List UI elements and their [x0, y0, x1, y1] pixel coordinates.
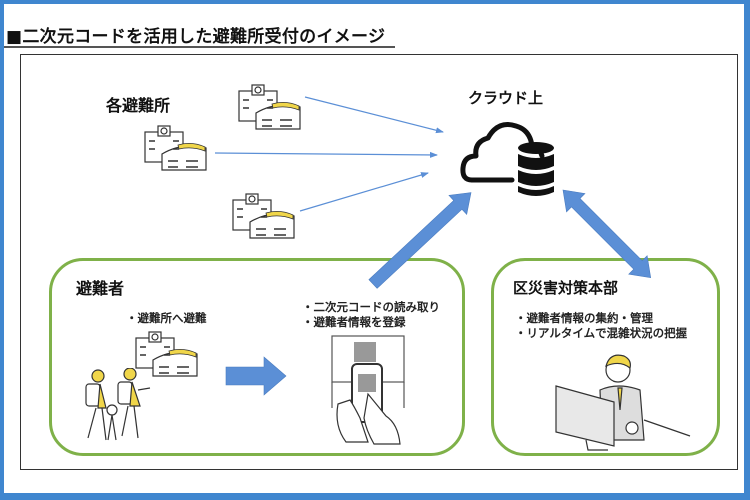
hq-line1: ・避難者情報の集約・管理	[515, 311, 653, 325]
shelter-to-cloud-arrow-1	[304, 96, 444, 134]
shelter-to-cloud-arrow-3	[299, 172, 429, 212]
diagram-title: ■二次元コードを活用した避難所受付のイメージ	[6, 27, 386, 47]
shelters-label: 各避難所	[106, 96, 171, 115]
evacuee-panel	[49, 258, 465, 456]
school-building-icon	[135, 331, 198, 377]
evacuee-step2-line2: ・避難者情報を登録	[302, 315, 406, 329]
evacuee-family-icon	[85, 368, 151, 441]
evacuee-flow-arrow	[225, 356, 287, 396]
school-building-icon	[238, 84, 301, 130]
hq-line2: ・リアルタイムで混雑状況の把握	[515, 326, 688, 340]
school-building-icon	[232, 193, 295, 239]
evacuee-to-cloud-arrow	[368, 192, 472, 289]
evacuee-heading: 避難者	[76, 279, 125, 298]
cloud-database-icon	[460, 122, 554, 196]
evacuee-step2-line1: ・二次元コードの読み取り	[302, 300, 440, 314]
evacuee-step1: ・避難所へ避難	[126, 311, 207, 325]
cloud-hq-double-arrow	[562, 189, 652, 279]
hq-heading: 区災害対策本部	[513, 279, 619, 297]
hq-staff-computer-icon	[555, 354, 691, 451]
diagram-frame	[20, 54, 738, 470]
qr-scan-phone-icon	[331, 335, 405, 445]
school-building-icon	[144, 125, 207, 171]
hq-panel	[491, 258, 720, 456]
shelter-to-cloud-arrow-2	[214, 151, 438, 158]
cloud-label: クラウド上	[468, 89, 544, 107]
title-underline	[4, 46, 395, 48]
